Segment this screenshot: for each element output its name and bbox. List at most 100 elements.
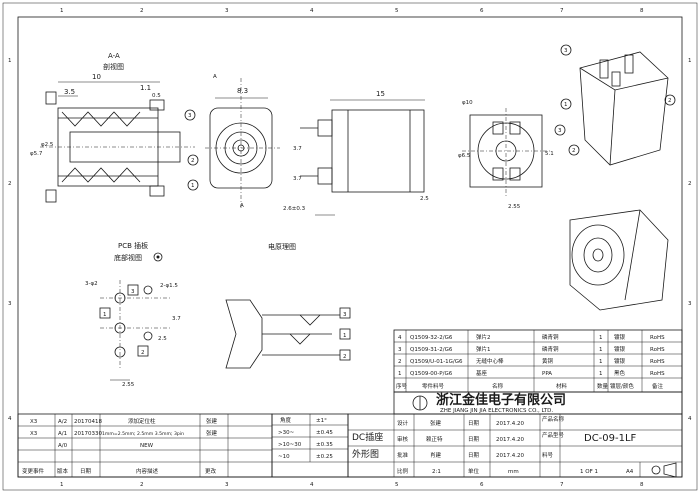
bom-cell: 磷青铜 [542, 345, 559, 353]
bom-cell: 1 [599, 347, 603, 353]
sheet-count: 1 OF 1 [580, 469, 598, 475]
bom-cell: Q1509/U-01-1G/G6 [410, 359, 463, 365]
dim-2-5a: 2.5 [420, 196, 429, 202]
bom-cell: RoHS [650, 335, 665, 341]
dim-3-phi2: 3-φ2 [85, 281, 98, 287]
projection-symbol [651, 465, 661, 475]
rev-header: 变更事件 [22, 467, 45, 475]
iso-body [579, 51, 669, 166]
dim-15: 15 [376, 90, 385, 98]
balloon-num: 3 [564, 48, 568, 54]
border-num: 1 [8, 58, 12, 64]
balloon-num: 2 [572, 148, 576, 154]
border-num: 7 [560, 482, 564, 488]
dim-3-7a: 3.7 [293, 146, 302, 152]
tol-cell: ~10 [278, 454, 290, 460]
border-num: 3 [225, 482, 229, 488]
tb-label: 比例 [397, 467, 409, 475]
bom-cell: PPA [542, 371, 552, 377]
tolerance-block: 角度 ±1° >30~ ±0.45 >10~30 ±0.35 ~10 ±0.25 [271, 413, 349, 478]
border-num: 3 [688, 301, 692, 307]
bom-cell: 磷青铜 [542, 333, 559, 341]
iso-view-bottom [569, 209, 669, 311]
section-view: A-A 剖视图 10 3.5 1.1 0.5 φ5.7 φ2.5 3 2 1 [30, 52, 199, 203]
border-num: 8 [640, 482, 644, 488]
tol-cell: >10~30 [278, 442, 302, 448]
bom-cell: 基座 [476, 369, 488, 377]
tol-cell: ±0.45 [316, 430, 333, 436]
bom-cell: RoHS [650, 359, 665, 365]
tol-cell: >30~ [278, 430, 295, 436]
rev-cell: 20170418 [74, 419, 102, 425]
border-num: 6 [480, 482, 484, 488]
bom-header: 镀层/颜色 [610, 382, 634, 390]
dim-3-5: 3.5 [64, 88, 75, 96]
tb-label: 设计 [397, 419, 409, 427]
border-num: 1 [60, 8, 64, 14]
bom-cell: 弹片2 [476, 333, 491, 341]
tol-cell: ±0.35 [316, 442, 333, 448]
balloon-num: 1 [343, 333, 347, 339]
tb-label: 审核 [397, 435, 409, 443]
tb-label: 日期 [468, 436, 480, 443]
rev-header: 日期 [80, 468, 92, 475]
balloon-num: 3 [188, 113, 192, 119]
rev-header: 版本 [57, 467, 69, 475]
balloon-num: 1 [103, 312, 107, 318]
rev-cell: 添加定位柱 [128, 417, 156, 425]
pcb-view: PCB 插板 底部视图 3-φ2 2-φ1.5 1 3 2 3.7 2.5 2.… [85, 241, 181, 388]
tb-label: 批准 [397, 451, 409, 459]
circuit-label: 电原理图 [268, 242, 296, 251]
dim-2-5b: 2.5 [158, 336, 167, 342]
bom-header: 零件料号 [422, 382, 445, 390]
border-num: 8 [640, 8, 644, 14]
border-num: 3 [225, 8, 229, 14]
bom-cell: 黑色 [614, 369, 626, 377]
dim-phi6: φ6.5 [458, 153, 471, 159]
border-num: 1 [60, 482, 64, 488]
border-num: 4 [310, 482, 314, 488]
dim-2-55b: 2.55 [122, 382, 135, 388]
dim-phi2-5: φ2.5 [41, 142, 54, 148]
rev-cell: A/0 [58, 443, 68, 449]
iso-view-top: 3 1 2 [560, 44, 676, 166]
balloon-num: 1 [191, 183, 195, 189]
tb-value: mm [508, 469, 519, 475]
border-num: 4 [688, 416, 692, 422]
model-number: DC-09-1LF [584, 433, 637, 444]
balloon-num: 2 [191, 158, 195, 164]
border-num: 4 [8, 416, 12, 422]
bom-header: 数量 [597, 382, 609, 390]
dim-5-1: 5.1 [545, 151, 554, 157]
dim-2-55a: 2.55 [508, 204, 521, 210]
balloon-num: 2 [343, 354, 347, 360]
tb-label: 单位 [468, 467, 480, 475]
rev-header: 内容描述 [136, 467, 159, 475]
circuit-plug [225, 299, 263, 369]
border-num: 4 [310, 8, 314, 14]
section-mark-a: A [213, 74, 217, 80]
bom-cell: Q1509-31-2/G6 [410, 347, 453, 353]
rev-cell: 张建 [206, 417, 218, 425]
tb-label: 产品型号 [542, 431, 565, 439]
side-body [331, 109, 425, 193]
border-num: 2 [140, 482, 144, 488]
balloon-num: 1 [564, 102, 568, 108]
dim-1-1: 1.1 [140, 84, 151, 92]
product-title-1: DC插座 [352, 431, 383, 443]
bom-cell: 3 [398, 347, 402, 353]
tb-value: 2017.4.20 [496, 421, 524, 427]
bom-header: 材料 [556, 382, 568, 390]
balloon-num: 2 [668, 98, 672, 104]
bom-cell: 1 [398, 371, 402, 377]
bom-cell: Q1509-00-P/G6 [410, 371, 453, 377]
bom-header: 名称 [492, 382, 504, 390]
rev-cell: NEW [140, 443, 154, 449]
dim-3-7b: 3.7 [293, 176, 302, 182]
bom-cell: 1 [599, 359, 603, 365]
balloon-num: 3 [343, 312, 347, 318]
border-num: 2 [140, 8, 144, 14]
border-num: 3 [8, 301, 12, 307]
tb-value: 肖建 [430, 451, 442, 459]
